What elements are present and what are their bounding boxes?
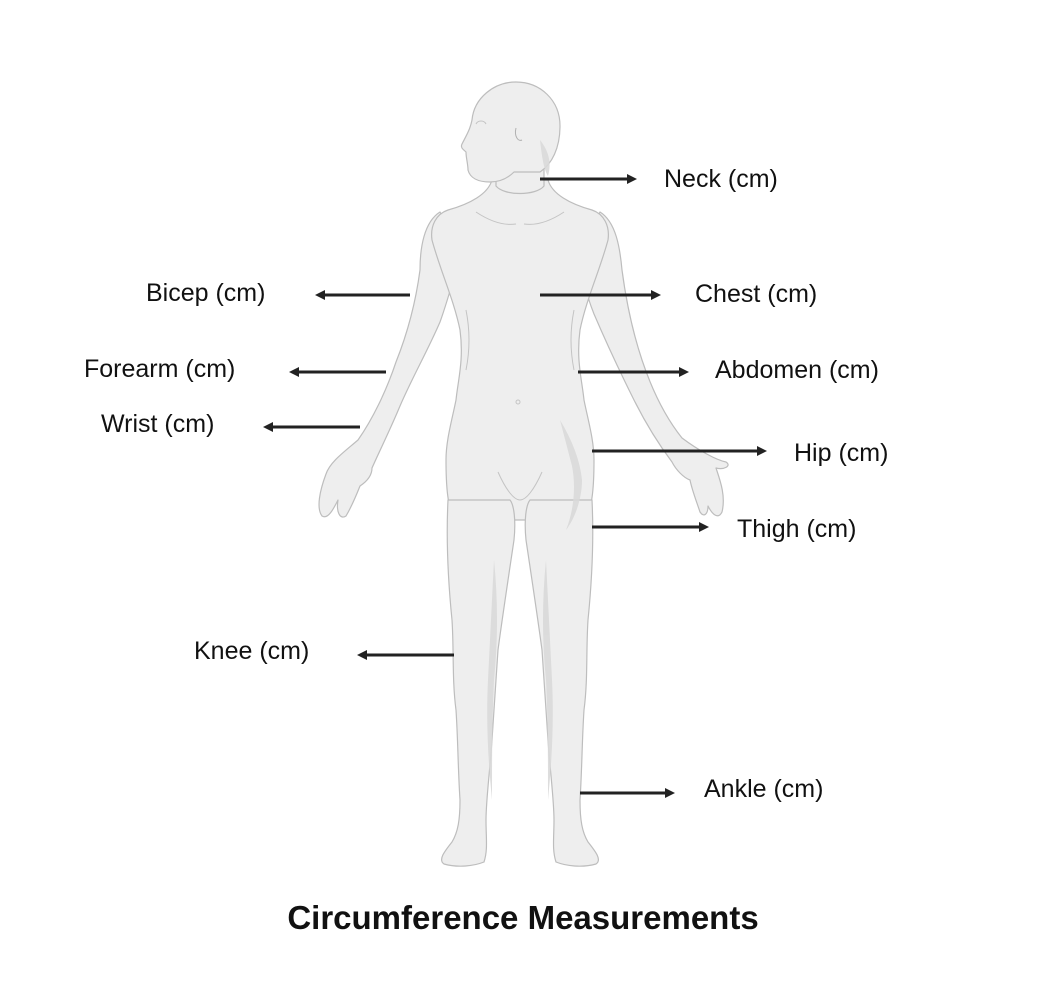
measurement-arrows [263, 174, 767, 798]
right-arm [577, 211, 729, 517]
neck-label: Neck (cm) [664, 165, 778, 193]
figure-shading [487, 140, 582, 800]
thigh-label: Thigh (cm) [737, 515, 857, 543]
wrist-label: Wrist (cm) [101, 410, 215, 438]
chest-label: Chest (cm) [695, 280, 818, 308]
human-figure [318, 81, 729, 867]
knee-label: Knee (cm) [194, 637, 310, 665]
hip-label: Hip (cm) [794, 439, 889, 467]
diagram-title: Circumference Measurements [287, 899, 759, 936]
bicep-label: Bicep (cm) [146, 279, 266, 307]
figure-details [465, 120, 575, 501]
left-leg [440, 499, 516, 867]
torso [431, 179, 609, 521]
abdomen-label: Abdomen (cm) [715, 356, 879, 384]
head [460, 81, 561, 183]
right-leg [524, 499, 600, 867]
left-arm [318, 211, 463, 518]
ankle-label: Ankle (cm) [704, 775, 824, 803]
forearm-label: Forearm (cm) [84, 355, 236, 383]
